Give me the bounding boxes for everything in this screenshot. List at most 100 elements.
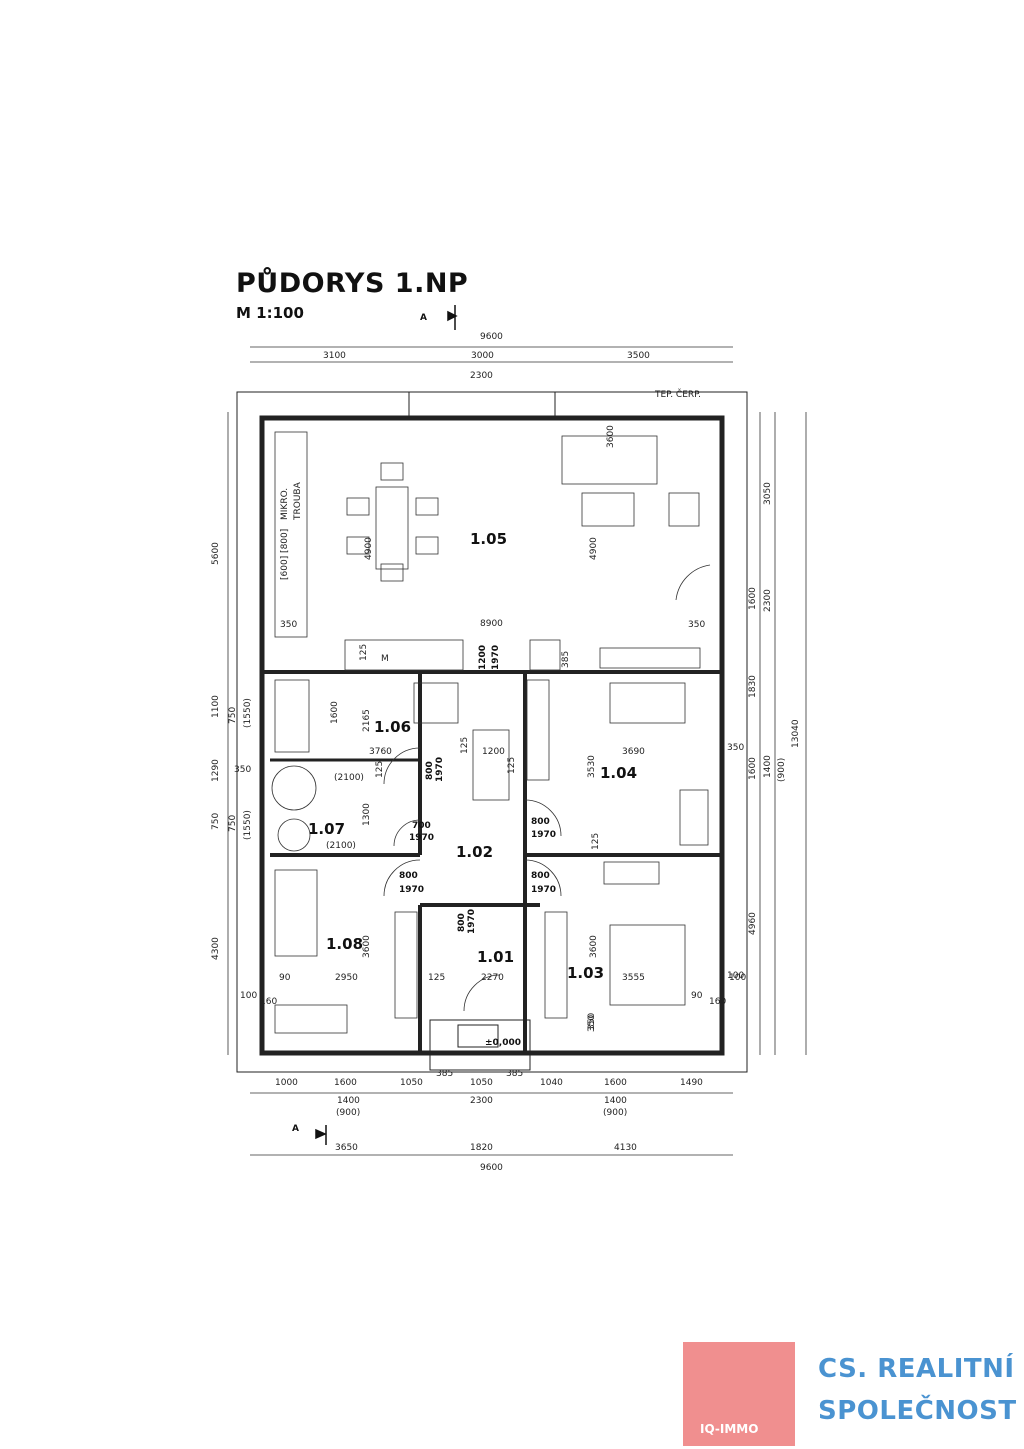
- dim-right: 4960: [748, 912, 758, 935]
- svg-text:3690: 3690: [622, 747, 645, 757]
- svg-text:350: 350: [280, 620, 297, 630]
- dim-bottom-total: 9600: [480, 1163, 503, 1173]
- svg-text:4900: 4900: [364, 537, 374, 560]
- dim-bottom: 4130: [614, 1143, 637, 1153]
- heat-pump-label: TEP. ČERP.: [654, 388, 701, 400]
- svg-text:90: 90: [691, 991, 703, 1001]
- iq-immo-logo: [683, 1342, 795, 1446]
- dim-left: 750: [228, 815, 238, 832]
- room-label: 1.03: [567, 964, 604, 982]
- dim-bottom: 1050: [400, 1078, 423, 1088]
- furniture: [271, 431, 709, 1034]
- svg-text:4900: 4900: [589, 537, 599, 560]
- section-marker-bottom: A: [292, 1124, 299, 1134]
- section-arrows: [315, 305, 458, 1145]
- svg-text:2165: 2165: [362, 709, 372, 732]
- svg-text:125: 125: [507, 757, 517, 774]
- door-labels: 800 1970 700 1970 800 1970 800 1970 800 …: [399, 757, 556, 934]
- svg-text:385: 385: [561, 651, 571, 668]
- room-label: 1.08: [326, 935, 363, 953]
- dim-right: 3050: [763, 482, 773, 505]
- svg-text:100: 100: [729, 973, 746, 983]
- dim-right: 2300: [763, 589, 773, 612]
- dim-left: 1290: [211, 759, 221, 782]
- room-label: 1.01: [477, 948, 514, 966]
- svg-text:125: 125: [359, 644, 369, 661]
- room-label: 1.06: [374, 718, 411, 736]
- dim-left: 5600: [211, 542, 221, 565]
- interior-dims: 4900 4900 8900 350 350 125 1200 1970 385…: [240, 425, 746, 1032]
- svg-text:3530: 3530: [587, 755, 597, 778]
- room-label: 1.02: [456, 843, 493, 861]
- dimension-lines: [227, 346, 807, 1156]
- svg-text:2270: 2270: [481, 973, 504, 983]
- svg-text:1970: 1970: [491, 645, 501, 670]
- dim-left: 4300: [211, 937, 221, 960]
- room-label: 1.04: [600, 764, 637, 782]
- dim-bottom: 385: [506, 1069, 523, 1079]
- dim-right: 350: [727, 743, 744, 753]
- svg-text:1600: 1600: [330, 701, 340, 724]
- svg-text:350: 350: [587, 1015, 597, 1032]
- oven-label: TROUBA: [293, 481, 303, 521]
- dim-left: 1100: [211, 695, 221, 718]
- dim-left: 750: [211, 813, 221, 830]
- svg-text:1200: 1200: [478, 645, 488, 670]
- dim-bottom: 1040: [540, 1078, 563, 1088]
- dim-bottom: 1000: [275, 1078, 298, 1088]
- brand-line-1: CS. REALITNÍ: [818, 1354, 1015, 1384]
- dim-bottom: 1600: [604, 1078, 627, 1088]
- logo-name: IQ-IMMO: [700, 1422, 759, 1436]
- svg-text:125: 125: [591, 833, 601, 850]
- micro-label: MIKRO.: [280, 488, 290, 520]
- svg-text:(2100): (2100): [326, 841, 356, 851]
- dim-left: 750: [228, 707, 238, 724]
- dim-bottom: 3650: [335, 1143, 358, 1153]
- svg-text:125: 125: [375, 761, 385, 778]
- svg-text:1200: 1200: [482, 747, 505, 757]
- svg-text:3600: 3600: [362, 935, 372, 958]
- svg-text:3600: 3600: [606, 425, 616, 448]
- dim-right: 13040: [791, 719, 801, 748]
- svg-text:100: 100: [240, 991, 257, 1001]
- svg-text:3600: 3600: [589, 935, 599, 958]
- svg-text:800: 800: [531, 871, 550, 881]
- svg-text:8900: 8900: [480, 619, 503, 629]
- dim-right: 1600: [748, 757, 758, 780]
- svg-text:2950: 2950: [335, 973, 358, 983]
- walls: [236, 391, 748, 1073]
- dim-bottom: (900): [603, 1108, 627, 1118]
- svg-text:3555: 3555: [622, 973, 645, 983]
- plan-title: PŮDORYS 1.NP: [236, 268, 469, 299]
- dim-right: 1600: [748, 587, 758, 610]
- dim-top-total: 9600: [480, 332, 503, 342]
- svg-text:350: 350: [587, 1013, 597, 1030]
- cabinet-label: [600] [800]: [280, 529, 290, 580]
- door-arcs: [383, 564, 711, 1012]
- dim-top-seg: 3500: [627, 351, 650, 361]
- level-label: ±0,000: [485, 1038, 521, 1048]
- plan-scale: M 1:100: [236, 304, 304, 322]
- dim-top-seg: 3000: [471, 351, 494, 361]
- section-marker-top: A: [420, 313, 427, 323]
- svg-text:800: 800: [399, 871, 418, 881]
- dim-right: 100: [727, 971, 744, 981]
- dim-left: 350: [234, 765, 251, 775]
- room-label: 1.05: [470, 530, 507, 548]
- room-label: 1.07: [308, 820, 345, 838]
- dim-bottom: 1050: [470, 1078, 493, 1088]
- svg-text:125: 125: [428, 973, 445, 983]
- dim-bottom: 1490: [680, 1078, 703, 1088]
- dim-right: (900): [777, 758, 787, 782]
- dim-bottom: 385: [436, 1069, 453, 1079]
- dim-bottom: 1600: [334, 1078, 357, 1088]
- svg-text:1970: 1970: [409, 833, 434, 843]
- dim-bottom: 1400: [604, 1096, 627, 1106]
- svg-text:1970: 1970: [435, 757, 445, 782]
- washer-label: M: [381, 654, 389, 664]
- dim-right: 1400: [763, 755, 773, 778]
- svg-text:800: 800: [457, 913, 467, 932]
- dim-bottom: 1400: [337, 1096, 360, 1106]
- svg-text:700: 700: [412, 821, 431, 831]
